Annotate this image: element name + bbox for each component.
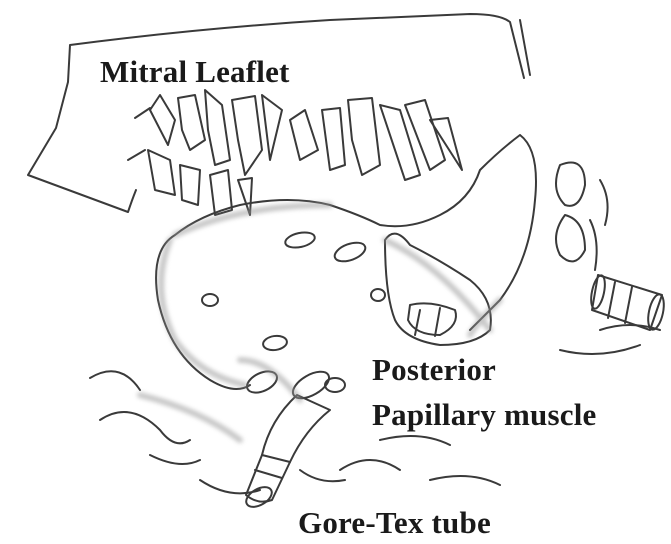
cavity <box>262 334 288 351</box>
cavity <box>284 230 316 250</box>
cavity <box>202 294 218 306</box>
cavity <box>332 239 368 265</box>
cavity <box>371 289 385 301</box>
mitral-leaflet-label: Mitral Leaflet <box>100 54 290 90</box>
chordae-tendineae <box>128 90 462 215</box>
right-chordae <box>556 163 608 271</box>
posterior-label: Posterior <box>372 352 496 388</box>
papillary-muscle-label: Papillary muscle <box>372 397 596 433</box>
gore-tex-tube-label: Gore-Tex tube <box>298 505 491 541</box>
gore-tex-tube-right <box>589 274 667 331</box>
mitral-leaflet-outline <box>28 14 530 212</box>
